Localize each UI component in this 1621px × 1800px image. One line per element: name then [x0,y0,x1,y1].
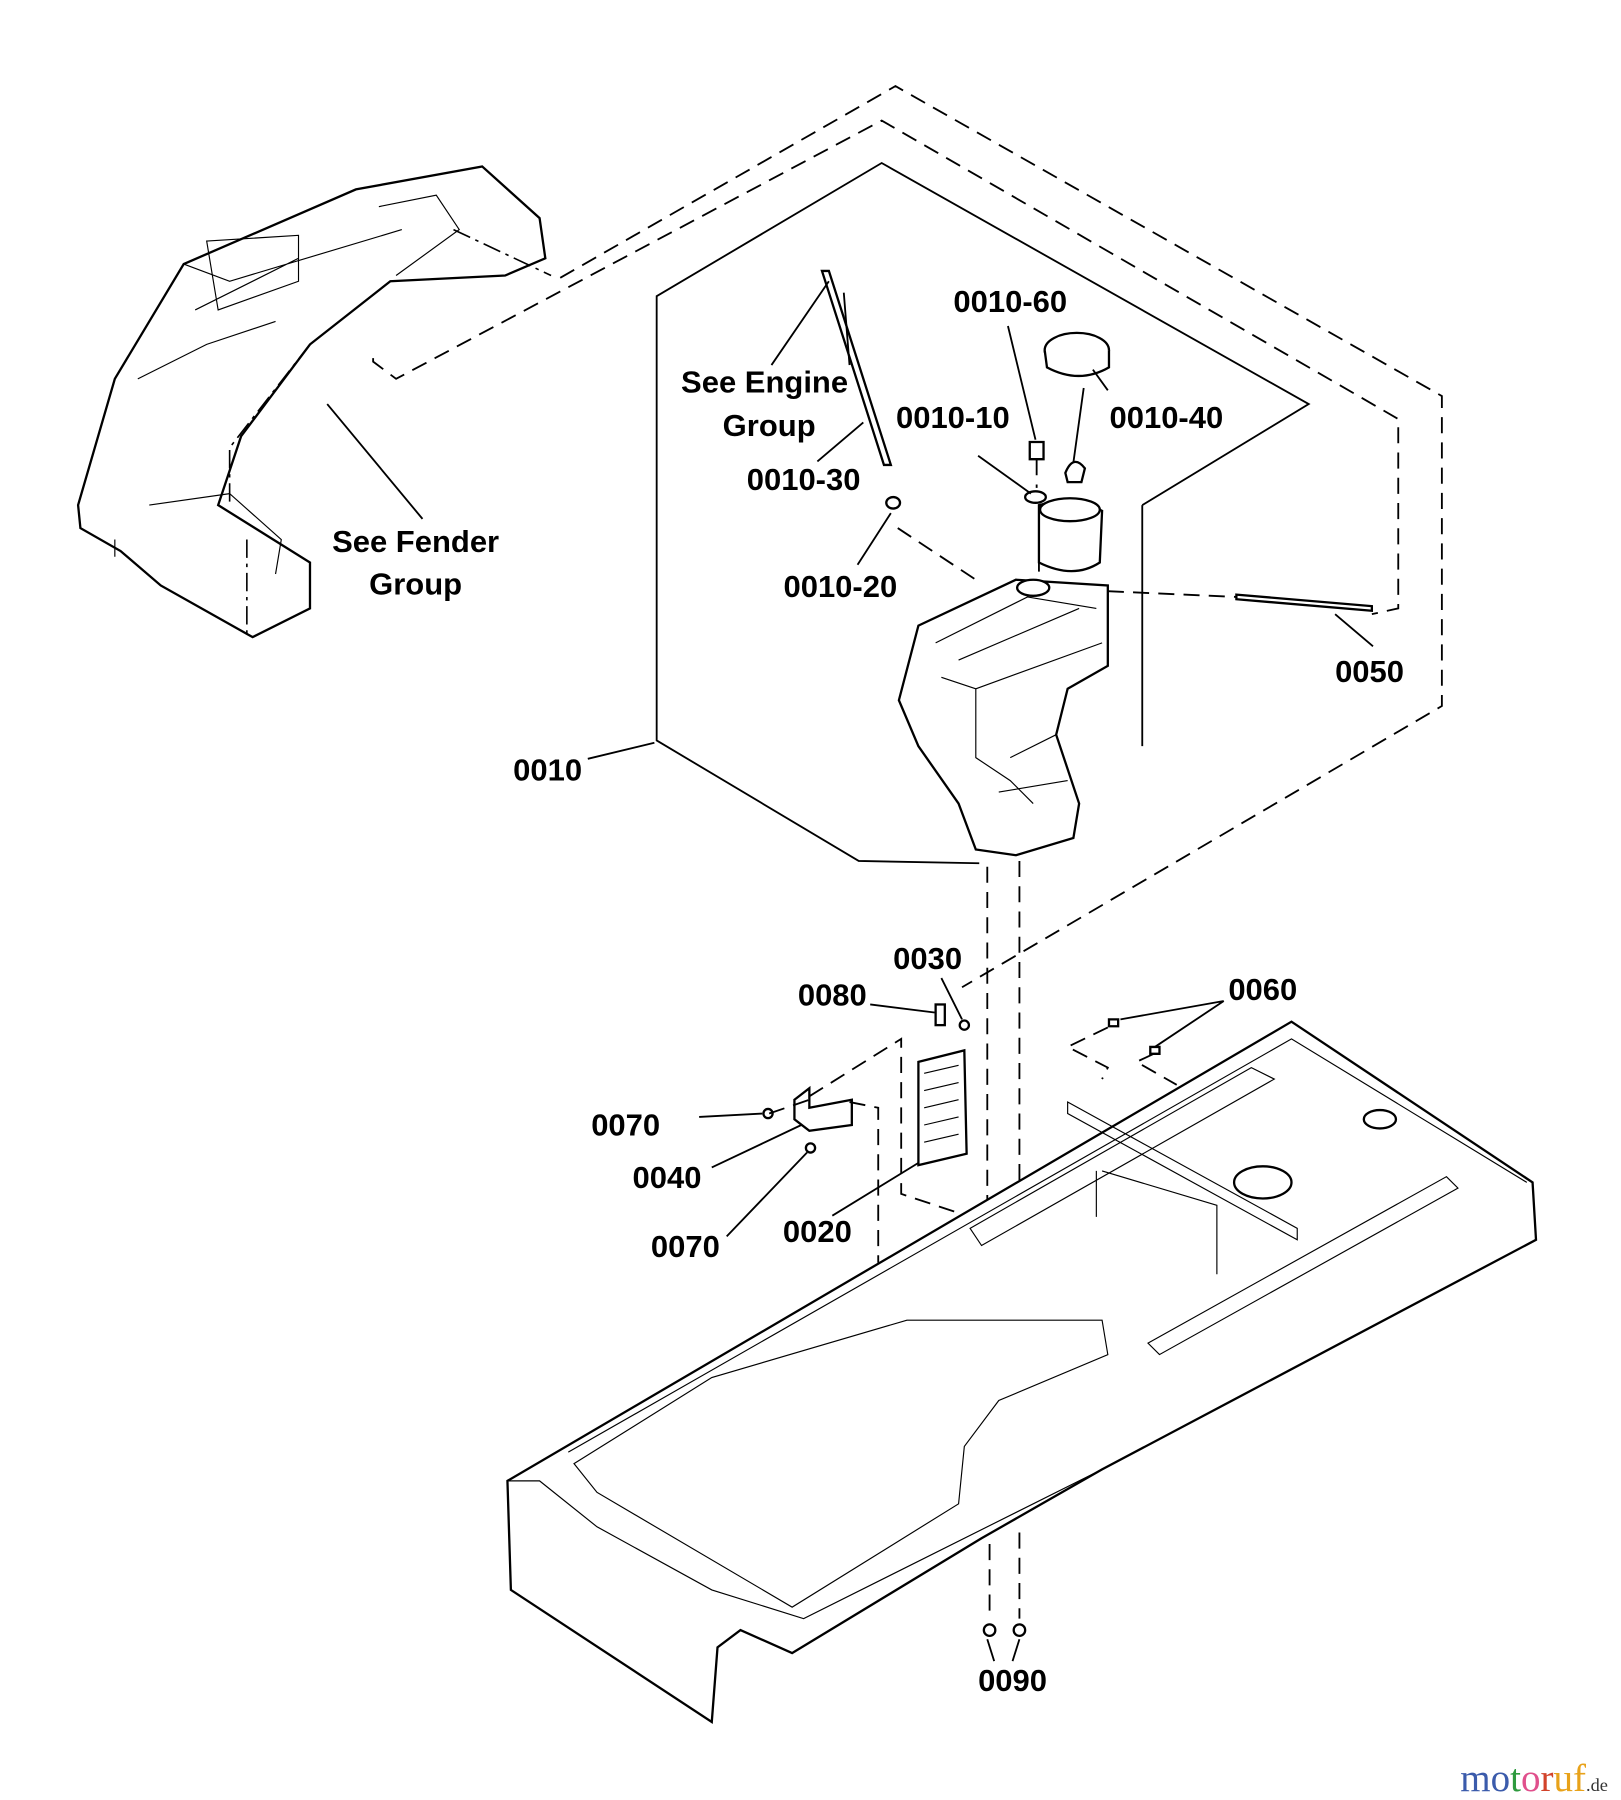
bolt-0060 [1107,1018,1161,1055]
vent-valve [1028,440,1045,461]
leader-lines [326,280,1374,1662]
fuel-cap-part [1043,331,1111,377]
fender-dashed-link [228,228,552,638]
label-0070-upper: 0070 [591,1107,660,1142]
label-0090: 0090 [978,1663,1047,1698]
bolt-dashed-links [1065,1026,1178,1086]
label-0010: 0010 [513,753,582,788]
label-0010-30: 0010-30 [747,462,861,497]
canister-dashed-links [768,1037,971,1263]
fuel-tank-part [897,497,1109,857]
cap-strap [1064,460,1087,484]
hose-0050 [1235,593,1374,612]
label-0010-60: 0010-60 [953,284,1067,319]
label-0020: 0020 [783,1214,852,1249]
washer-0090-left [982,1623,997,1637]
label-see-engine-group: See Engine [681,365,848,400]
fender-part [76,165,547,639]
charcoal-canister-part [917,1003,968,1167]
label-see-fender-group: See Fender [332,524,499,559]
group-0010-outline [655,161,1311,865]
washer-0090-right [1012,1623,1027,1637]
svg-text:motoruf.de: motoruf.de [1460,1757,1608,1800]
label-0010-10: 0010-10 [896,400,1010,435]
bushing-0010-20 [885,495,902,510]
label-0030: 0030 [893,941,962,976]
assembly-outline-dashed-outer [559,85,1443,989]
label-0010-20: 0010-20 [783,569,897,604]
label-0060: 0060 [1228,972,1297,1007]
label-see-engine-group-line2: Group [723,408,816,443]
label-0050: 0050 [1335,654,1404,689]
label-0010-40: 0010-40 [1110,400,1224,435]
tank-dashed-links [897,459,1237,1240]
label-see-fender-group-line2: Group [369,567,462,602]
assembly-outline-dashed-inner [372,119,1400,616]
grommet-0010-10 [1024,490,1047,504]
label-0070-lower: 0070 [651,1229,720,1264]
fuel-pickup-tube [820,269,893,467]
mower-frame-part [506,1020,1538,1724]
clip-0030 [958,1019,971,1031]
nut-0070-upper [762,1107,774,1120]
motoruf-watermark-logo: motoruf.de [1460,1757,1608,1800]
bracket-0040 [793,1085,853,1132]
label-0040: 0040 [633,1160,702,1195]
label-0080: 0080 [798,978,867,1013]
washer-dashed-links [988,1532,1021,1619]
nut-0070-lower [804,1142,817,1154]
